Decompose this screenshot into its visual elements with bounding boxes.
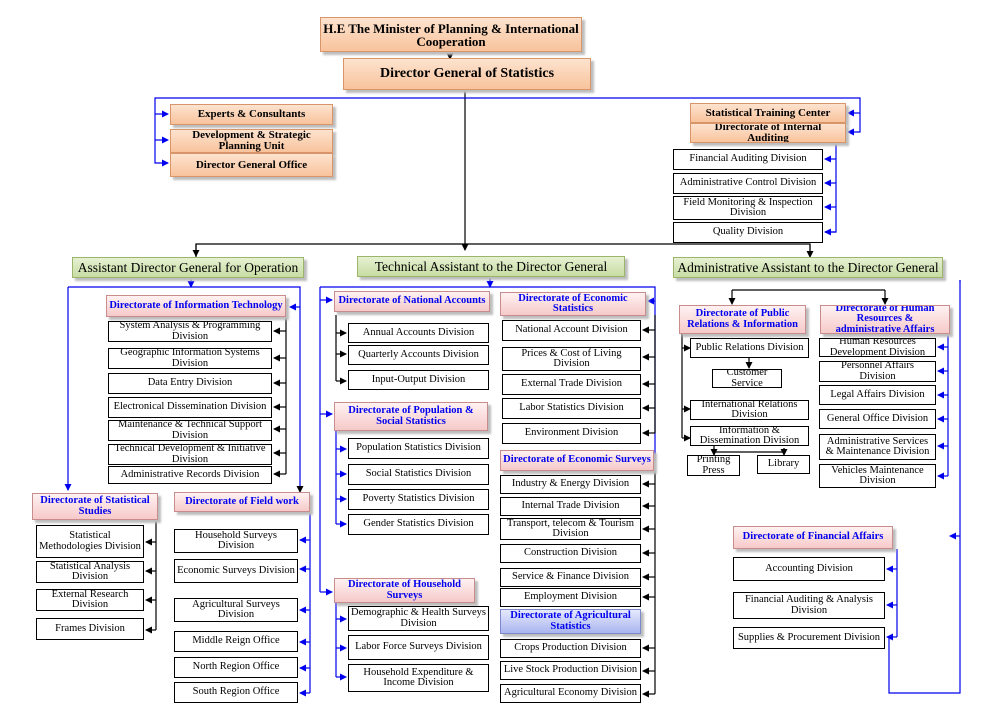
director-general-office-box: Director General Office <box>170 153 333 177</box>
fieldwork-division: Economic Surveys Division <box>174 559 298 583</box>
directorate-statistical-studies: Directorate of Statistical Studies <box>32 493 158 520</box>
human-resources-division: General Office Division <box>819 409 936 429</box>
economic-surveys-division: Transport, telecom & Tourism Division <box>500 518 641 540</box>
directorate-economic-surveys: Directorate of Economic Surveys <box>500 450 654 471</box>
household-division: Household Expenditure & Income Division <box>348 664 489 692</box>
it-division: Electronical Dissemination Division <box>108 397 272 418</box>
directorate-human-resources: Directorate of Human Resources & adminis… <box>820 305 950 334</box>
population-division: Poverty Statistics Division <box>348 489 489 510</box>
it-division: System Analysis & Programming Division <box>108 321 272 342</box>
human-resources-division: Legal Affairs Division <box>819 385 936 405</box>
technical-assistant-box: Technical Assistant to the Director Gene… <box>357 256 625 277</box>
directorate-information-technology: Directorate of Information Technology <box>106 295 286 317</box>
field-monitoring-division: Field Monitoring & Inspection Division <box>673 196 823 220</box>
financial-division: Supplies & Procurement Division <box>733 627 885 649</box>
household-division: Labor Force Surveys Division <box>348 635 489 660</box>
agricultural-division: Agricultural Economy Division <box>500 684 641 703</box>
population-division: Social Statistics Division <box>348 464 489 485</box>
economic-surveys-division: Employment Division <box>500 588 641 607</box>
national-accounts-division: Input-Output Division <box>348 370 489 390</box>
customer-service: Customer Service <box>712 369 782 388</box>
national-accounts-division: Quarterly Accounts Division <box>348 345 489 365</box>
directorate-field-work: Directorate of Field work <box>174 492 310 512</box>
directorate-household-surveys: Directorate of Household Surveys <box>334 578 475 603</box>
information-dissemination-division: Information & Dissemination Division <box>690 426 809 446</box>
economic-statistics-division: External Trade Division <box>502 374 641 395</box>
economic-surveys-division: Internal Trade Division <box>500 497 641 516</box>
quality-division: Quality Division <box>673 222 823 243</box>
internal-auditing-box: Directorate of Internal Auditing <box>690 123 846 143</box>
financial-auditing-division: Financial Auditing Division <box>673 149 823 170</box>
assistant-operation-box: Assistant Director General for Operation <box>72 257 304 278</box>
economic-surveys-division: Construction Division <box>500 544 641 563</box>
director-general-box: Director General of Statistics <box>343 58 591 90</box>
national-accounts-division: Annual Accounts Division <box>348 323 489 343</box>
it-division: Data Entry Division <box>108 373 272 394</box>
it-division: Administrative Records Division <box>108 466 272 484</box>
international-relations-division: International Relations Division <box>690 400 809 420</box>
directorate-public-relations: Directorate of Public Relations & Inform… <box>679 305 806 334</box>
economic-statistics-division: Environment Division <box>502 423 641 444</box>
directorate-population-social: Directorate of Population & Social Stati… <box>334 402 488 431</box>
studies-division: Statistical Methodologies Division <box>36 525 144 558</box>
administrative-control-division: Administrative Control Division <box>673 173 823 194</box>
economic-surveys-division: Service & Finance Division <box>500 568 641 587</box>
it-division: Technical Development & Initiative Divis… <box>108 444 272 465</box>
studies-division: Frames Division <box>36 618 144 640</box>
development-planning-unit-box: Development & Strategic Planning Unit <box>170 129 333 153</box>
human-resources-division: Administrative Services & Maintenance Di… <box>819 434 936 460</box>
fieldwork-division: Agricultural Surveys Division <box>174 598 298 622</box>
fieldwork-division: South Region Office <box>174 682 298 703</box>
directorate-agricultural-statistics: Directorate of Agricultural Statistics <box>500 609 641 634</box>
directorate-financial-affairs: Directorate of Financial Affairs <box>733 526 893 549</box>
economic-surveys-division: Industry & Energy Division <box>500 475 641 494</box>
minister-box: H.E The Minister of Planning & Internati… <box>320 17 582 52</box>
human-resources-division: Personnel Affairs Division <box>819 361 936 382</box>
administrative-assistant-box: Administrative Assistant to the Director… <box>673 257 943 278</box>
fieldwork-division: Household Surveys Division <box>174 529 298 553</box>
economic-statistics-division: Prices & Cost of Living Division <box>502 347 641 371</box>
human-resources-division: Vehicles Maintenance Division <box>819 464 936 488</box>
directorate-economic-statistics: Directorate of Economic Statistics <box>500 292 646 316</box>
agricultural-division: Live Stock Production Division <box>500 661 641 680</box>
studies-division: Statistical Analysis Division <box>36 561 144 583</box>
economic-statistics-division: National Account Division <box>502 320 641 341</box>
population-division: Population Statistics Division <box>348 438 489 459</box>
fieldwork-division: North Region Office <box>174 657 298 678</box>
directorate-national-accounts: Directorate of National Accounts <box>334 291 490 312</box>
agricultural-division: Crops Production Division <box>500 639 641 658</box>
statistical-training-center-box: Statistical Training Center <box>690 103 846 123</box>
economic-statistics-division: Labor Statistics Division <box>502 398 641 419</box>
household-division: Demographic & Health Surveys Division <box>348 606 489 631</box>
studies-division: External Research Division <box>36 589 144 611</box>
library: Library <box>757 455 810 474</box>
population-division: Gender Statistics Division <box>348 514 489 535</box>
financial-division: Financial Auditing & Analysis Division <box>733 592 885 619</box>
public-relations-division: Public Relations Division <box>690 338 809 358</box>
experts-consultants-box: Experts & Consultants <box>170 104 333 125</box>
printing-press: Printing Press <box>687 455 740 476</box>
it-division: Geographic Information Systems Division <box>108 348 272 369</box>
financial-division: Accounting Division <box>733 557 885 581</box>
fieldwork-division: Middle Reign Office <box>174 631 298 652</box>
human-resources-division: Human Resources Development Division <box>819 338 936 357</box>
it-division: Maintenance & Technical Support Division <box>108 420 272 441</box>
